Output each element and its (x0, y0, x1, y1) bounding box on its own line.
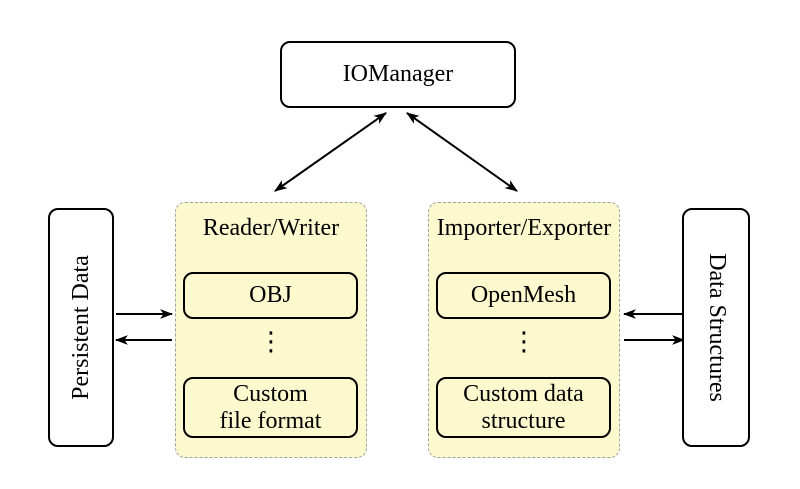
reader-writer-title: Reader/Writer (202, 215, 340, 241)
custom-data-structure-line1: Custom data (463, 380, 584, 407)
custom-file-format-line2: file format (219, 407, 322, 434)
node-custom-data-structure: Custom data structure (436, 377, 611, 438)
node-iomanager: IOManager (280, 41, 516, 108)
persistent-data-label: Persistent Data (67, 255, 94, 400)
data-structures-label: Data Structures (703, 253, 730, 402)
iomanager-label: IOManager (342, 61, 454, 87)
obj-label: OBJ (249, 282, 292, 308)
openmesh-label: OpenMesh (470, 282, 577, 308)
edge-iomanager-readerwriter (274, 112, 387, 192)
group-importer-exporter: Importer/Exporter OpenMesh ⋮ Custom data… (428, 202, 620, 458)
importer-exporter-ellipsis: ⋮ (511, 327, 537, 357)
node-openmesh: OpenMesh (436, 272, 611, 319)
node-persistent-data: Persistent Data (48, 208, 114, 447)
edge-iomanager-importerexporter (406, 112, 518, 192)
node-data-structures: Data Structures (682, 208, 750, 447)
node-obj: OBJ (183, 272, 358, 319)
group-reader-writer: Reader/Writer OBJ ⋮ Custom file format (175, 202, 367, 458)
custom-data-structure-line2: structure (481, 407, 566, 434)
custom-file-format-line1: Custom (233, 380, 308, 407)
importer-exporter-title: Importer/Exporter (436, 215, 612, 241)
node-custom-file-format: Custom file format (183, 377, 358, 438)
reader-writer-ellipsis: ⋮ (258, 327, 284, 357)
